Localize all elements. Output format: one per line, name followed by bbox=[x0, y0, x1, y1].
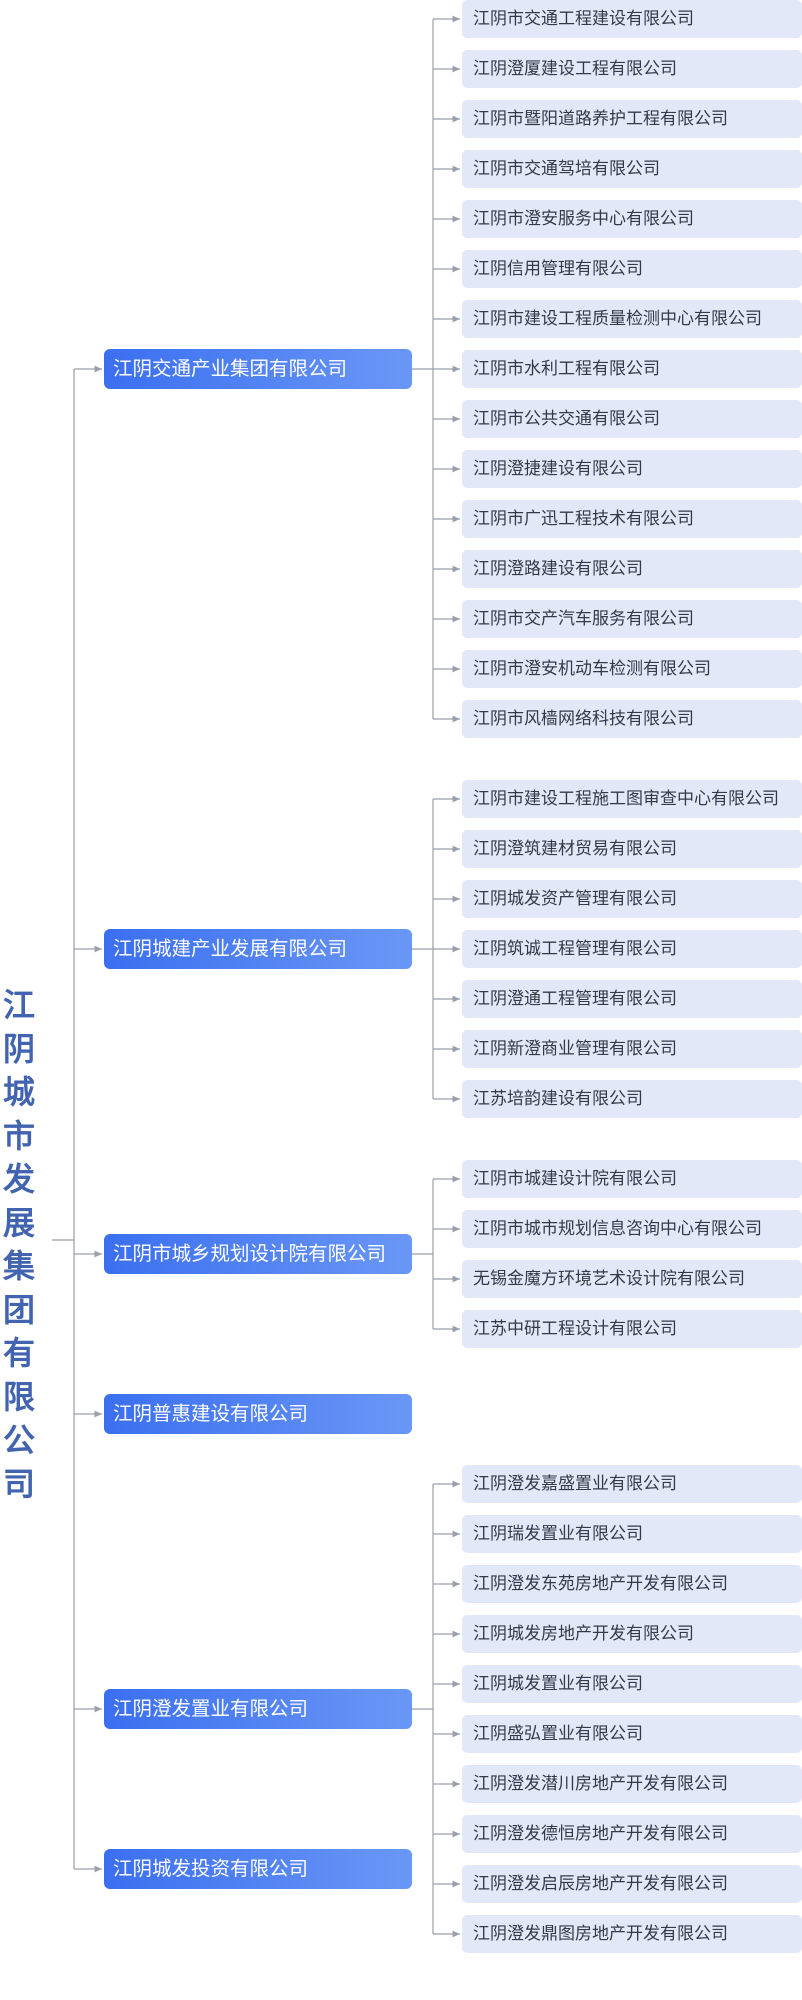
subsidiary-company: 江阴澄发潜川房地产开发有限公司 bbox=[462, 1765, 802, 1803]
level1-company: 江阴澄发置业有限公司 bbox=[104, 1689, 412, 1729]
level1-company: 江阴城发投资有限公司 bbox=[104, 1849, 412, 1889]
subsidiary-company: 无锡金魔方环境艺术设计院有限公司 bbox=[462, 1260, 802, 1298]
subsidiary-company: 江阴市广迅工程技术有限公司 bbox=[462, 500, 802, 538]
subsidiary-company: 江阴澄发嘉盛置业有限公司 bbox=[462, 1465, 802, 1503]
subsidiary-company: 江阴盛弘置业有限公司 bbox=[462, 1715, 802, 1753]
subsidiary-company: 江阴筑诚工程管理有限公司 bbox=[462, 930, 802, 968]
subsidiary-company: 江苏培韵建设有限公司 bbox=[462, 1080, 802, 1118]
subsidiary-company: 江阴澄发东苑房地产开发有限公司 bbox=[462, 1565, 802, 1603]
subsidiary-company: 江阴市交通工程建设有限公司 bbox=[462, 0, 802, 38]
subsidiary-company: 江阴澄路建设有限公司 bbox=[462, 550, 802, 588]
root-company: 江阴城市发展集团有限公司江阴城市发展集团有限公司 bbox=[2, 986, 35, 1503]
subsidiary-company: 江阴市城市规划信息咨询中心有限公司 bbox=[462, 1210, 802, 1248]
subsidiary-company: 江阴城发资产管理有限公司 bbox=[462, 880, 802, 918]
level1-company: 江阴普惠建设有限公司 bbox=[104, 1394, 412, 1434]
subsidiary-company: 江阴澄发鼎图房地产开发有限公司 bbox=[462, 1915, 802, 1953]
subsidiary-company: 江阴信用管理有限公司 bbox=[462, 250, 802, 288]
subsidiary-company: 江阴澄通工程管理有限公司 bbox=[462, 980, 802, 1018]
subsidiary-company: 江阴城发置业有限公司 bbox=[462, 1665, 802, 1703]
subsidiary-company: 江阴城发房地产开发有限公司 bbox=[462, 1615, 802, 1653]
level1-company: 江阴交通产业集团有限公司 bbox=[104, 349, 412, 389]
level1-company: 江阴市城乡规划设计院有限公司 bbox=[104, 1234, 412, 1274]
subsidiary-company: 江阴澄捷建设有限公司 bbox=[462, 450, 802, 488]
subsidiary-company: 江阴市建设工程质量检测中心有限公司 bbox=[462, 300, 802, 338]
subsidiary-company: 江阴市建设工程施工图审查中心有限公司 bbox=[462, 780, 802, 818]
subsidiary-company: 江阴瑞发置业有限公司 bbox=[462, 1515, 802, 1553]
subsidiary-company: 江阴市澄安机动车检测有限公司 bbox=[462, 650, 802, 688]
subsidiary-company: 江阴新澄商业管理有限公司 bbox=[462, 1030, 802, 1068]
subsidiary-company: 江阴市城建设计院有限公司 bbox=[462, 1160, 802, 1198]
subsidiary-company: 江阴市交产汽车服务有限公司 bbox=[462, 600, 802, 638]
subsidiary-company: 江阴市水利工程有限公司 bbox=[462, 350, 802, 388]
subsidiary-company: 江阴澄筑建材贸易有限公司 bbox=[462, 830, 802, 868]
subsidiary-company: 江阴市交通驾培有限公司 bbox=[462, 150, 802, 188]
subsidiary-company: 江阴澄发德恒房地产开发有限公司 bbox=[462, 1815, 802, 1853]
subsidiary-company: 江阴市公共交通有限公司 bbox=[462, 400, 802, 438]
subsidiary-company: 江苏中研工程设计有限公司 bbox=[462, 1310, 802, 1348]
subsidiary-company: 江阴澄发启辰房地产开发有限公司 bbox=[462, 1865, 802, 1903]
subsidiary-company: 江阴市风樯网络科技有限公司 bbox=[462, 700, 802, 738]
subsidiary-company: 江阴澄厦建设工程有限公司 bbox=[462, 50, 802, 88]
subsidiary-company: 江阴市澄安服务中心有限公司 bbox=[462, 200, 802, 238]
subsidiary-company: 江阴市暨阳道路养护工程有限公司 bbox=[462, 100, 802, 138]
level1-company: 江阴城建产业发展有限公司 bbox=[104, 929, 412, 969]
